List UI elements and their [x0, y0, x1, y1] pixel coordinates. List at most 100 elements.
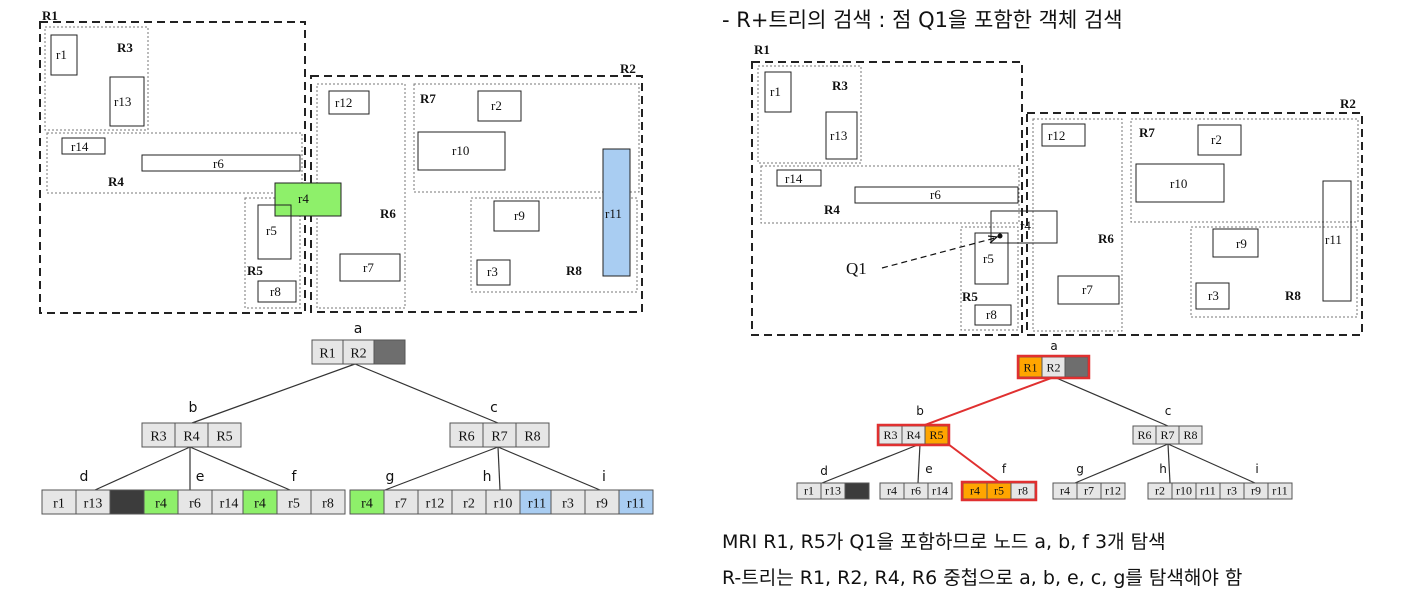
label-R6: R6: [1098, 231, 1114, 246]
object-label-r1: r1: [56, 47, 67, 62]
left-node-h-cell-text-0: r2: [463, 496, 475, 511]
region-R1: [39, 21, 306, 314]
left-node-f-cell-1: [276, 489, 312, 515]
object-r12: [328, 90, 370, 115]
right-node-b-cell-text-1: R4: [906, 428, 920, 442]
right-node-f-label: f: [1002, 462, 1007, 476]
object-label-r14: r14: [785, 171, 803, 186]
right-node-h-label: h: [1159, 462, 1167, 476]
region-R8: [470, 197, 638, 293]
right-node-d-label: d: [820, 464, 828, 478]
object-label-r12: r12: [1048, 128, 1065, 143]
left-node-f-cell-text-0: r4: [254, 496, 266, 511]
object-r14: [61, 137, 106, 155]
object-label-r6: r6: [930, 187, 941, 202]
object-r8: [974, 304, 1012, 326]
left-node-i-cell-text-0: r3: [562, 496, 574, 511]
right-node-e-label: e: [925, 462, 932, 476]
object-label-r5: r5: [266, 223, 277, 238]
right-node-c-cell-2: [1178, 425, 1203, 445]
object-label-r2: r2: [1211, 132, 1222, 147]
edge-c-g: [1074, 443, 1169, 484]
right-node-i-cell-2: [1267, 482, 1293, 500]
right-node-a-outline: [1016, 354, 1091, 380]
left-node-d-cell-text-1: r13: [84, 496, 103, 511]
object-r5: [257, 204, 292, 260]
edge-b-f: [189, 446, 291, 491]
left-node-i-cell-0: [550, 489, 586, 515]
object-r12: [1041, 123, 1086, 147]
object-r7: [1057, 275, 1120, 305]
object-label-r3: r3: [487, 264, 498, 279]
object-r9: [493, 200, 540, 232]
note-line-2: R-트리는 R1, R2, R4, R6 중첩으로 a, b, e, c, g를…: [722, 567, 1243, 589]
edge-b-d: [94, 446, 191, 491]
right-node-c-cell-text-1: R7: [1160, 428, 1174, 442]
edge-c-g: [384, 446, 499, 491]
left-node-e-cell-1: [177, 489, 213, 515]
region-R6: [1032, 118, 1123, 332]
left-node-f-cell-0: [242, 489, 278, 515]
left-node-a-cell-text-0: R1: [319, 346, 335, 361]
object-label-r14: r14: [71, 139, 89, 154]
right-node-i-cell-text-2: r11: [1272, 484, 1288, 498]
left-node-g-cell-text-1: r7: [395, 496, 407, 511]
object-r2: [477, 90, 522, 122]
left-node-d-cell-text-0: r1: [53, 496, 65, 511]
label-R1: R1: [42, 8, 58, 23]
right-node-d-cell-text-0: r1: [804, 484, 814, 498]
label-R3: R3: [117, 40, 133, 55]
object-label-r11: r11: [1325, 232, 1342, 247]
object-r1: [764, 71, 792, 113]
label-R5: R5: [247, 263, 263, 278]
left-node-b-cell-1: [174, 422, 209, 448]
object-label-r4: r4: [1020, 218, 1031, 233]
label-R1: R1: [754, 42, 770, 57]
left-node-a-label: a: [354, 321, 363, 337]
edge-a-c: [354, 363, 499, 424]
left-node-a-cell-1: [342, 339, 375, 365]
object-label-r2: r2: [491, 98, 502, 113]
region-R7: [413, 83, 640, 193]
object-r10: [417, 131, 506, 171]
object-r11: [602, 148, 631, 277]
right-node-d-cell-2: [844, 482, 870, 500]
object-label-r10: r10: [452, 143, 469, 158]
right-node-g-cell-2: [1100, 482, 1126, 500]
right-node-f-cell-text-1: r5: [994, 484, 1004, 498]
left-node-d-cell-2: [109, 489, 145, 515]
region-R3: [44, 26, 149, 131]
object-r9: [1212, 228, 1259, 258]
edge-b-d: [821, 443, 921, 484]
left-node-d-label: d: [80, 469, 89, 485]
query-point: [997, 233, 1003, 239]
object-r4: [990, 210, 1058, 244]
left-node-b-label: b: [189, 400, 198, 416]
right-node-b-cell-text-0: R3: [883, 428, 897, 442]
label-R2: R2: [1340, 96, 1356, 111]
left-node-h-cell-text-2: r11: [528, 496, 546, 511]
right-node-i-cell-text-0: r3: [1227, 484, 1237, 498]
right-node-d-cell-text-1: r13: [825, 484, 841, 498]
right-node-e-cell-text-0: r4: [887, 484, 897, 498]
object-r3: [1195, 282, 1230, 310]
edge-a-b: [921, 376, 1055, 427]
left-node-g-label: g: [386, 469, 395, 485]
object-label-r3: r3: [1208, 288, 1219, 303]
object-r2: [1197, 124, 1242, 156]
right-node-e-cell-2: [927, 482, 953, 500]
left-node-c-cell-text-0: R6: [458, 429, 474, 444]
object-label-r8: r8: [270, 284, 281, 299]
left-node-i-cell-text-2: r11: [627, 496, 645, 511]
label-R7: R7: [1139, 125, 1155, 140]
edge-c-h: [1167, 443, 1171, 484]
object-r1: [50, 34, 78, 76]
region-R5: [244, 197, 301, 309]
object-label-r7: r7: [1082, 282, 1093, 297]
label-R5: R5: [962, 289, 978, 304]
label-R2: R2: [620, 61, 636, 76]
left-node-g-cell-text-2: r12: [426, 496, 445, 511]
notes: MRI R1, R5가 Q1을 포함하므로 노드 a, b, f 3개 탐색 R…: [722, 524, 1422, 596]
left-node-b-cell-2: [207, 422, 242, 448]
